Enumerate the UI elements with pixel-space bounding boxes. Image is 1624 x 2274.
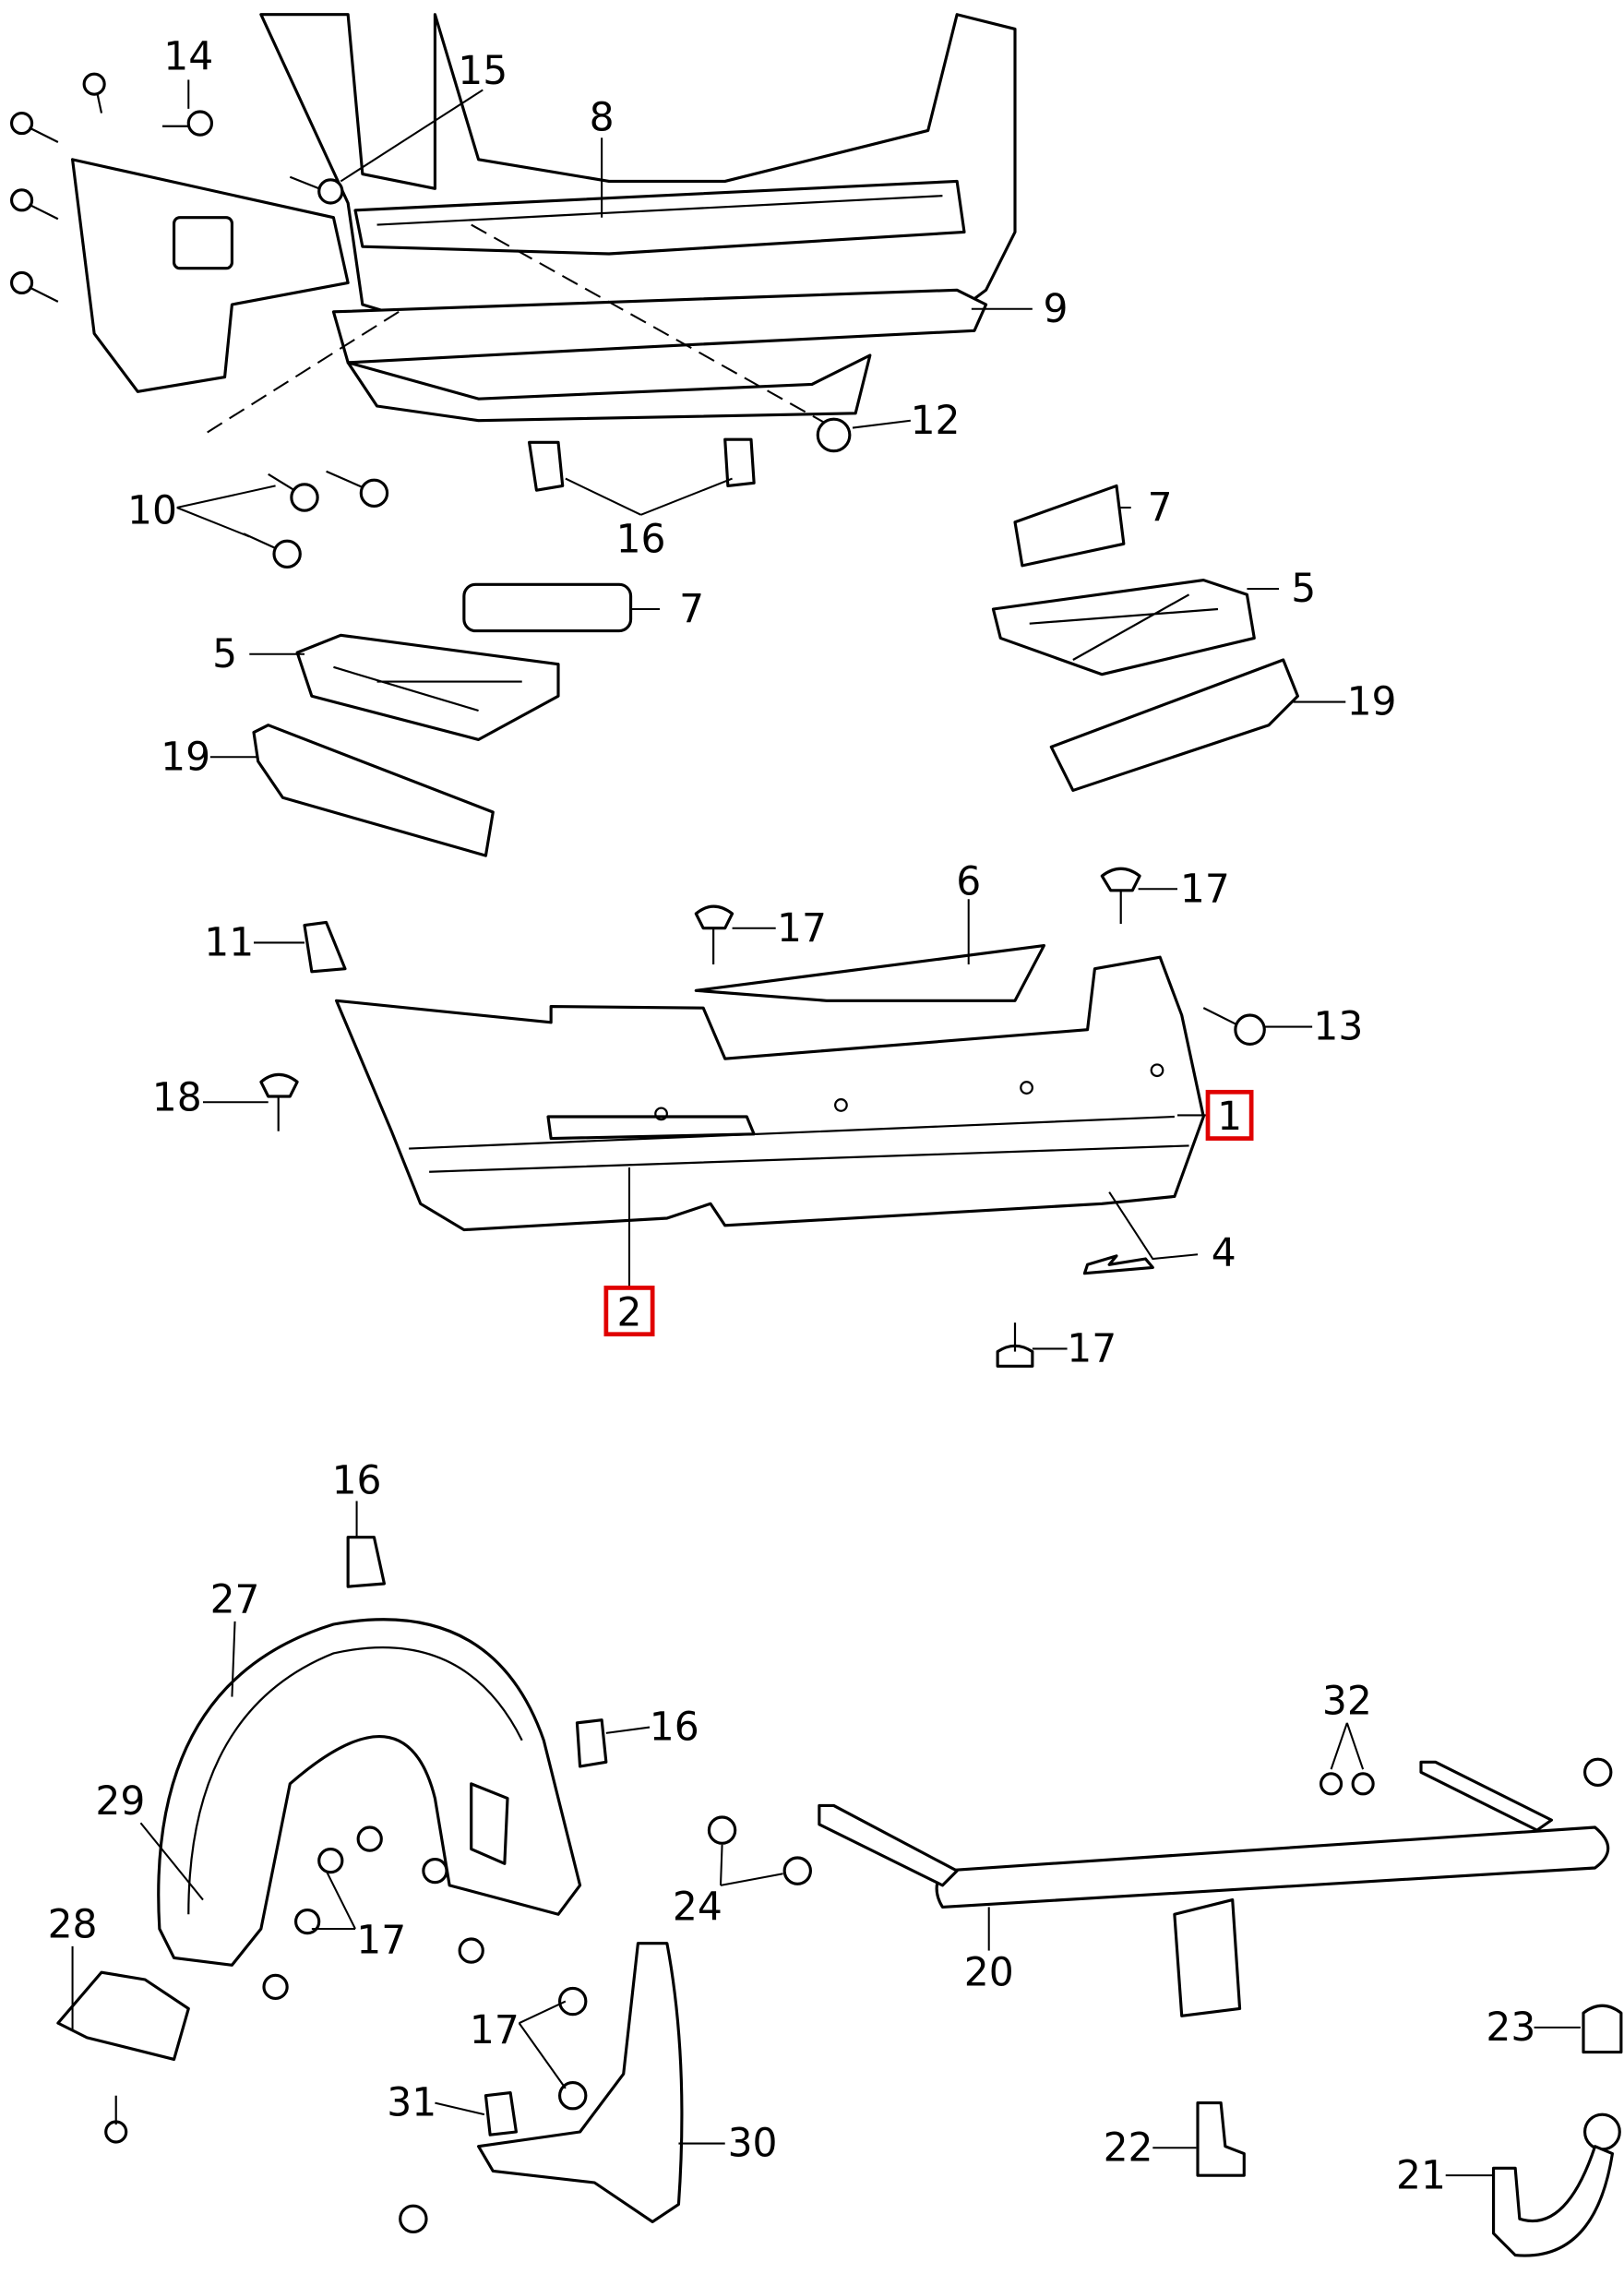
callout-labels: 14 15 8 9 12 10 16 7 5 19 7 5 19 6 17 17… (48, 34, 1536, 2198)
callout-17: 17 (1180, 867, 1230, 912)
highlight-box-part-2 (603, 1286, 655, 1337)
callout-5: 5 (212, 632, 237, 677)
callout-16: 16 (332, 1459, 382, 1504)
leader-lines (71, 79, 1581, 2177)
callout-19: 19 (1347, 680, 1397, 725)
callout-32: 32 (1322, 1679, 1372, 1724)
callout-17: 17 (356, 1919, 406, 1964)
callout-8: 8 (590, 95, 615, 140)
callout-1: 1 (1217, 1095, 1242, 1140)
callout-30: 30 (728, 2122, 778, 2167)
callout-6: 6 (956, 860, 981, 905)
callout-17: 17 (777, 906, 827, 951)
callout-11: 11 (204, 921, 254, 966)
vehicle-rear-body (71, 13, 1017, 423)
bumper-brackets (252, 484, 1299, 857)
towbar-assembly (707, 1757, 1623, 2257)
callout-15: 15 (458, 49, 508, 94)
callout-24: 24 (673, 1885, 722, 1931)
callout-4: 4 (1212, 1231, 1236, 1276)
callout-17: 17 (470, 2008, 519, 2053)
highlight-box-part-1 (1205, 1089, 1254, 1141)
bolts-set-left (9, 72, 852, 568)
callout-10: 10 (127, 488, 177, 533)
mud-flap (399, 1942, 684, 2233)
callout-2: 2 (617, 1290, 642, 1335)
callout-28: 28 (48, 1902, 98, 1947)
callout-22: 22 (1104, 2125, 1153, 2171)
callout-16: 16 (650, 1706, 699, 1751)
callout-23: 23 (1486, 2005, 1535, 2051)
callout-13: 13 (1313, 1005, 1363, 1050)
callout-16: 16 (616, 518, 666, 563)
callout-29: 29 (95, 1779, 145, 1825)
wheel-housing-liner (56, 1536, 608, 2144)
screws-bumper (259, 867, 1266, 1368)
callout-9: 9 (1044, 287, 1069, 332)
callout-27: 27 (210, 1577, 260, 1622)
callout-5: 5 (1291, 567, 1316, 612)
callout-14: 14 (163, 34, 213, 79)
callout-21: 21 (1396, 2153, 1446, 2198)
callout-7: 7 (1148, 485, 1173, 531)
callout-19: 19 (161, 735, 210, 780)
callout-31: 31 (387, 2081, 436, 2126)
callout-17: 17 (1067, 1327, 1116, 1372)
callout-7: 7 (679, 587, 704, 632)
callout-20: 20 (964, 1950, 1014, 1995)
callout-18: 18 (152, 1076, 202, 1121)
callout-12: 12 (911, 399, 961, 444)
bumper-cover (303, 920, 1205, 1275)
